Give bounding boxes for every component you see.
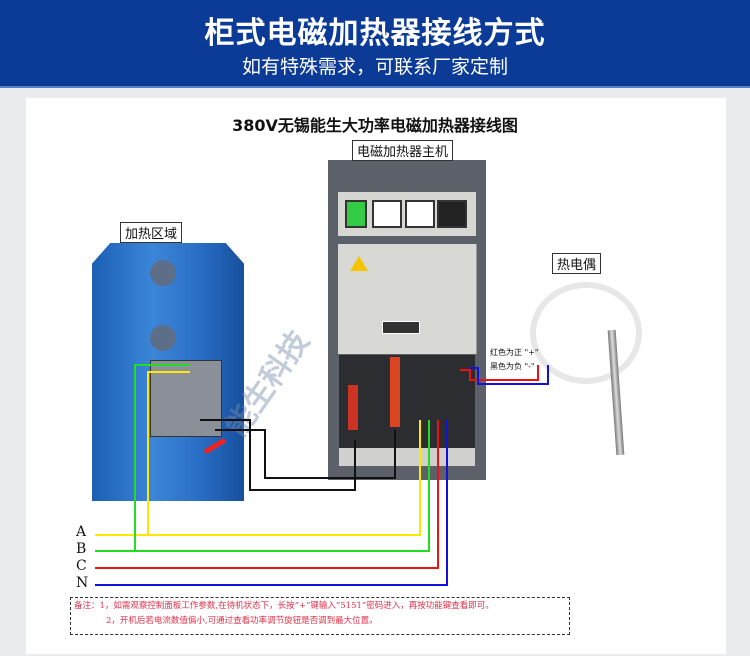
wire-a xyxy=(95,420,421,536)
internal-label xyxy=(382,321,420,334)
page-subtitle: 如有特殊需求，可联系厂家定制 xyxy=(241,56,508,78)
polarity-negative: 黑色为负 "-" xyxy=(490,362,535,371)
remarks-box: 备注：1，如需观察控制面板工作参数,在待机状态下，长按“+”键输入“5151”密… xyxy=(70,597,570,635)
thermocouple-label: 热电偶 xyxy=(552,253,602,274)
wire-n xyxy=(95,420,448,586)
polarity-positive: 红色为正 "+" xyxy=(490,348,539,357)
phase-label-n: N xyxy=(76,575,89,591)
page-title: 柜式电磁加热器接线方式 xyxy=(204,16,546,51)
voltage-meter-icon xyxy=(405,200,435,228)
temperature-controller xyxy=(437,200,467,228)
phase-label-a: A xyxy=(76,524,87,540)
phase-label-c: C xyxy=(76,558,87,574)
warning-icon xyxy=(350,256,368,271)
busbar xyxy=(390,357,400,427)
diagram-title: 380V无锡能生大功率电磁加热器接线图 xyxy=(232,116,518,135)
busbar xyxy=(348,385,358,430)
wire-black-2 xyxy=(215,429,396,479)
wire-c xyxy=(95,420,439,569)
fan-icon xyxy=(150,325,176,351)
heater-label: 加热区域 xyxy=(120,222,183,243)
wire-tc-blue xyxy=(470,365,549,385)
wire-black-1 xyxy=(200,419,356,491)
wire-b xyxy=(95,420,430,552)
wire-tc-red xyxy=(460,365,539,381)
remark-1: 备注：1，如需观察控制面板工作参数,在待机状态下，长按“+”键输入“5151”密… xyxy=(74,601,494,611)
cabinet-nameplate xyxy=(339,448,475,466)
cabinet-label: 电磁加热器主机 xyxy=(352,140,454,161)
fan-icon xyxy=(150,260,176,286)
controller-display xyxy=(345,200,367,228)
remark-2: 2，开机后若电流数值偏小,可通过查看功率调节旋钮是否调到最大位置。 xyxy=(106,616,378,626)
phase-label-b: B xyxy=(76,541,87,557)
wire-a-heater xyxy=(147,371,190,535)
header-banner: 柜式电磁加热器接线方式 如有特殊需求，可联系厂家定制 xyxy=(0,0,750,88)
arrow-red xyxy=(203,437,227,455)
current-meter-icon xyxy=(372,200,402,228)
cabinet-internals xyxy=(339,355,475,448)
thermocouple-cable xyxy=(530,282,642,384)
wire-b-heater xyxy=(134,364,190,551)
